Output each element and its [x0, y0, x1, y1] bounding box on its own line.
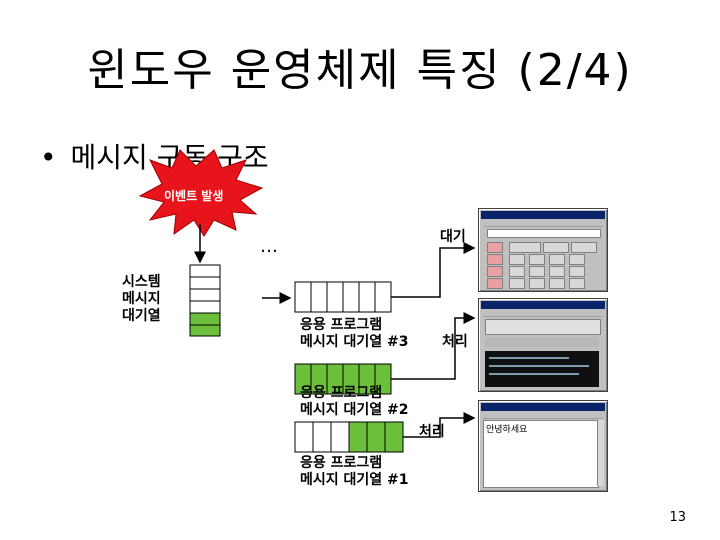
- state-process-label-2: 처리: [419, 424, 445, 441]
- notepad-menubar: [483, 412, 603, 419]
- system-queue: [190, 265, 220, 336]
- player-video-area: [485, 319, 601, 335]
- player-titlebar: [481, 301, 605, 309]
- queue3-label-line1: 응용 프로그램: [300, 317, 409, 334]
- notepad-titlebar: [481, 403, 605, 411]
- state-wait-label: 대기: [440, 229, 466, 246]
- queue1-label: 응용 프로그램 메시지 대기열 #1: [300, 455, 409, 489]
- player-menubar: [483, 310, 603, 317]
- player-seek-bar: [485, 337, 599, 347]
- notepad-window: 안녕하세요: [478, 400, 608, 492]
- calculator-window: [478, 208, 608, 292]
- queue3-label-line2: 메시지 대기열 #3: [300, 334, 409, 351]
- calculator-titlebar: [481, 211, 605, 219]
- app-queue-1: [295, 422, 403, 452]
- queue2-label-line2: 메시지 대기열 #2: [300, 402, 409, 419]
- notepad-scrollbar[interactable]: [597, 420, 604, 486]
- queue1-label-line1: 응용 프로그램: [300, 455, 409, 472]
- system-queue-label-line3: 대기열: [122, 308, 161, 325]
- event-label: 이벤트 발생: [164, 187, 223, 204]
- queue3-to-calculator: [391, 248, 474, 297]
- notepad-text-area[interactable]: 안녕하세요: [483, 420, 599, 488]
- player-info-panel: [485, 351, 599, 387]
- app-queue-3: [295, 282, 391, 312]
- dispatch-arrow-2: [262, 298, 290, 378]
- system-queue-label-line2: 메시지: [122, 291, 161, 308]
- queue1-label-line2: 메시지 대기열 #1: [300, 472, 409, 489]
- queue2-label-line1: 응용 프로그램: [300, 385, 409, 402]
- notepad-text: 안녕하세요: [484, 421, 598, 436]
- queue2-label: 응용 프로그램 메시지 대기열 #2: [300, 385, 409, 419]
- calculator-display: [487, 229, 601, 238]
- page-number: 13: [669, 510, 686, 525]
- queue-ellipsis: …: [260, 236, 278, 257]
- media-player-window: [478, 298, 608, 392]
- system-queue-label-line1: 시스템: [122, 274, 161, 291]
- queue3-label: 응용 프로그램 메시지 대기열 #3: [300, 317, 409, 351]
- state-process-label-1: 처리: [442, 334, 468, 351]
- system-queue-label: 시스템 메시지 대기열: [122, 274, 161, 325]
- calculator-menubar: [483, 220, 603, 227]
